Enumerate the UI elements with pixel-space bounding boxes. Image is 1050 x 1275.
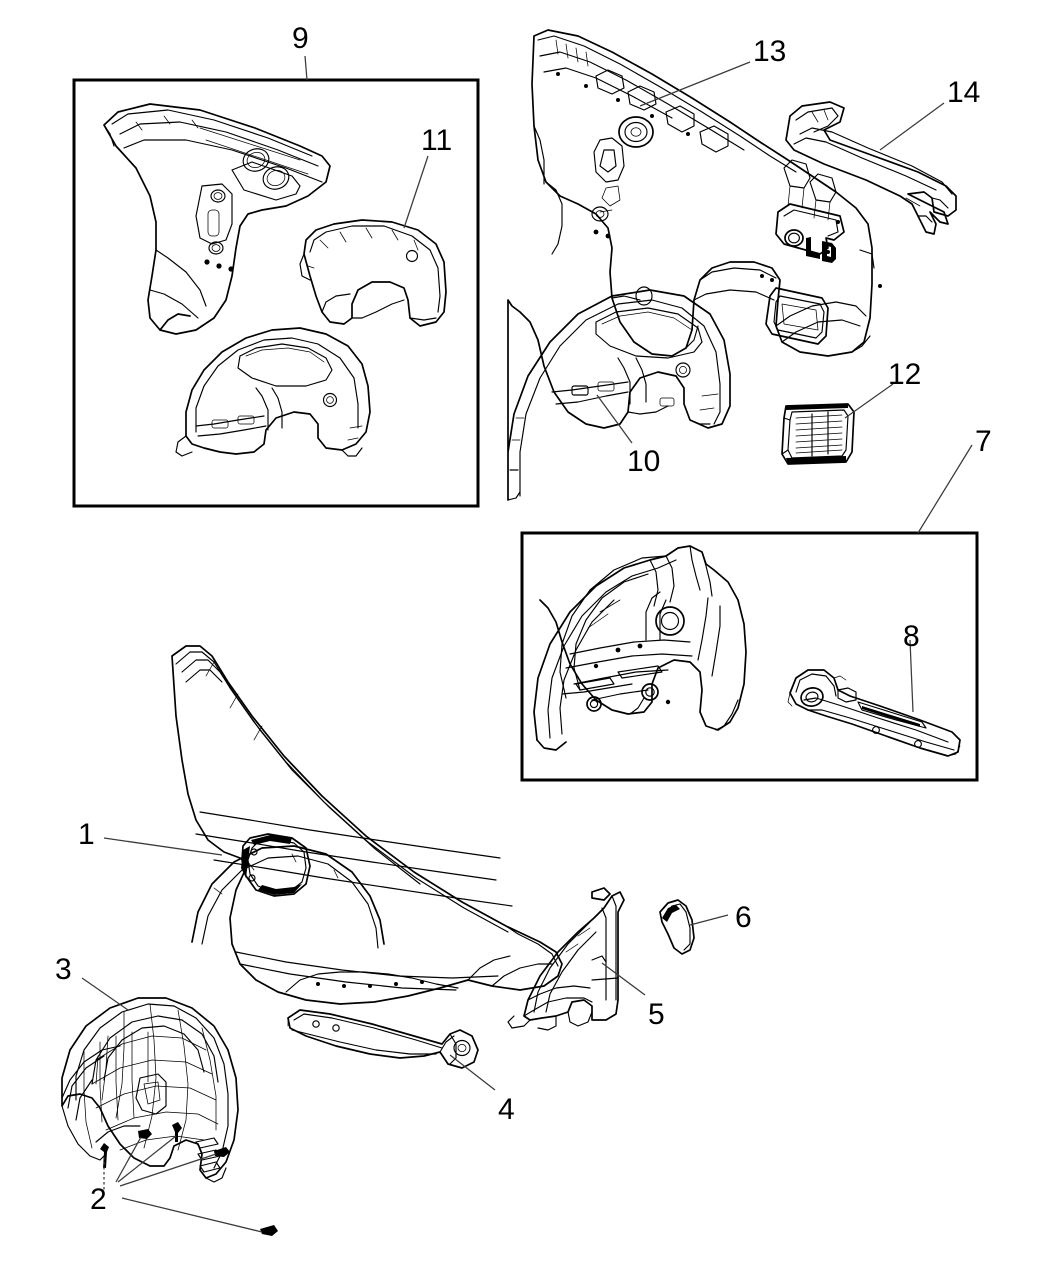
leader-lines [81, 55, 973, 1091]
group-box-7-frame [520, 531, 979, 782]
callout-1: 1 [78, 818, 95, 851]
part-13-quarter-inner-structure [531, 29, 882, 357]
part-inner-liner-in-box-9 [175, 327, 371, 457]
group-box-9-frame [72, 78, 480, 508]
part-14-rear-rail-extension [785, 101, 957, 235]
callout-11: 11 [421, 124, 453, 157]
callout-4: 4 [498, 1093, 515, 1126]
part-6-wheel-opening-molding [659, 899, 695, 955]
callout-9: 9 [292, 22, 309, 55]
part-4-sill-reinforcement-extension [287, 1009, 479, 1069]
callout-14: 14 [947, 76, 981, 109]
part-2-fastener-clips [100, 1122, 278, 1236]
callout-10: 10 [627, 445, 661, 478]
part-12-pressure-relief-vent [781, 403, 855, 465]
callout-6: 6 [735, 901, 752, 934]
part-3-wheelhouse-splash-shield [61, 997, 239, 1183]
part-1-quarter-panel-outer [171, 645, 563, 1005]
callout-7: 7 [975, 425, 992, 458]
part-11-wheelhouse-extension [299, 219, 447, 327]
part-10-wheelhouse-inner-liner [507, 289, 731, 501]
callout-3: 3 [55, 953, 72, 986]
callout-5: 5 [648, 998, 665, 1031]
part-5-b-pillar-lower-reinforcement [507, 887, 625, 1031]
callout-13: 13 [753, 35, 787, 68]
callout-12: 12 [888, 358, 922, 391]
callout-2: 2 [90, 1183, 107, 1216]
callout-8: 8 [903, 620, 920, 653]
part-quarter-inner-panel [103, 103, 331, 335]
part-8-sill-inner-rail [787, 669, 961, 757]
part-7-inner-wheelhouse-assembly [533, 545, 747, 751]
